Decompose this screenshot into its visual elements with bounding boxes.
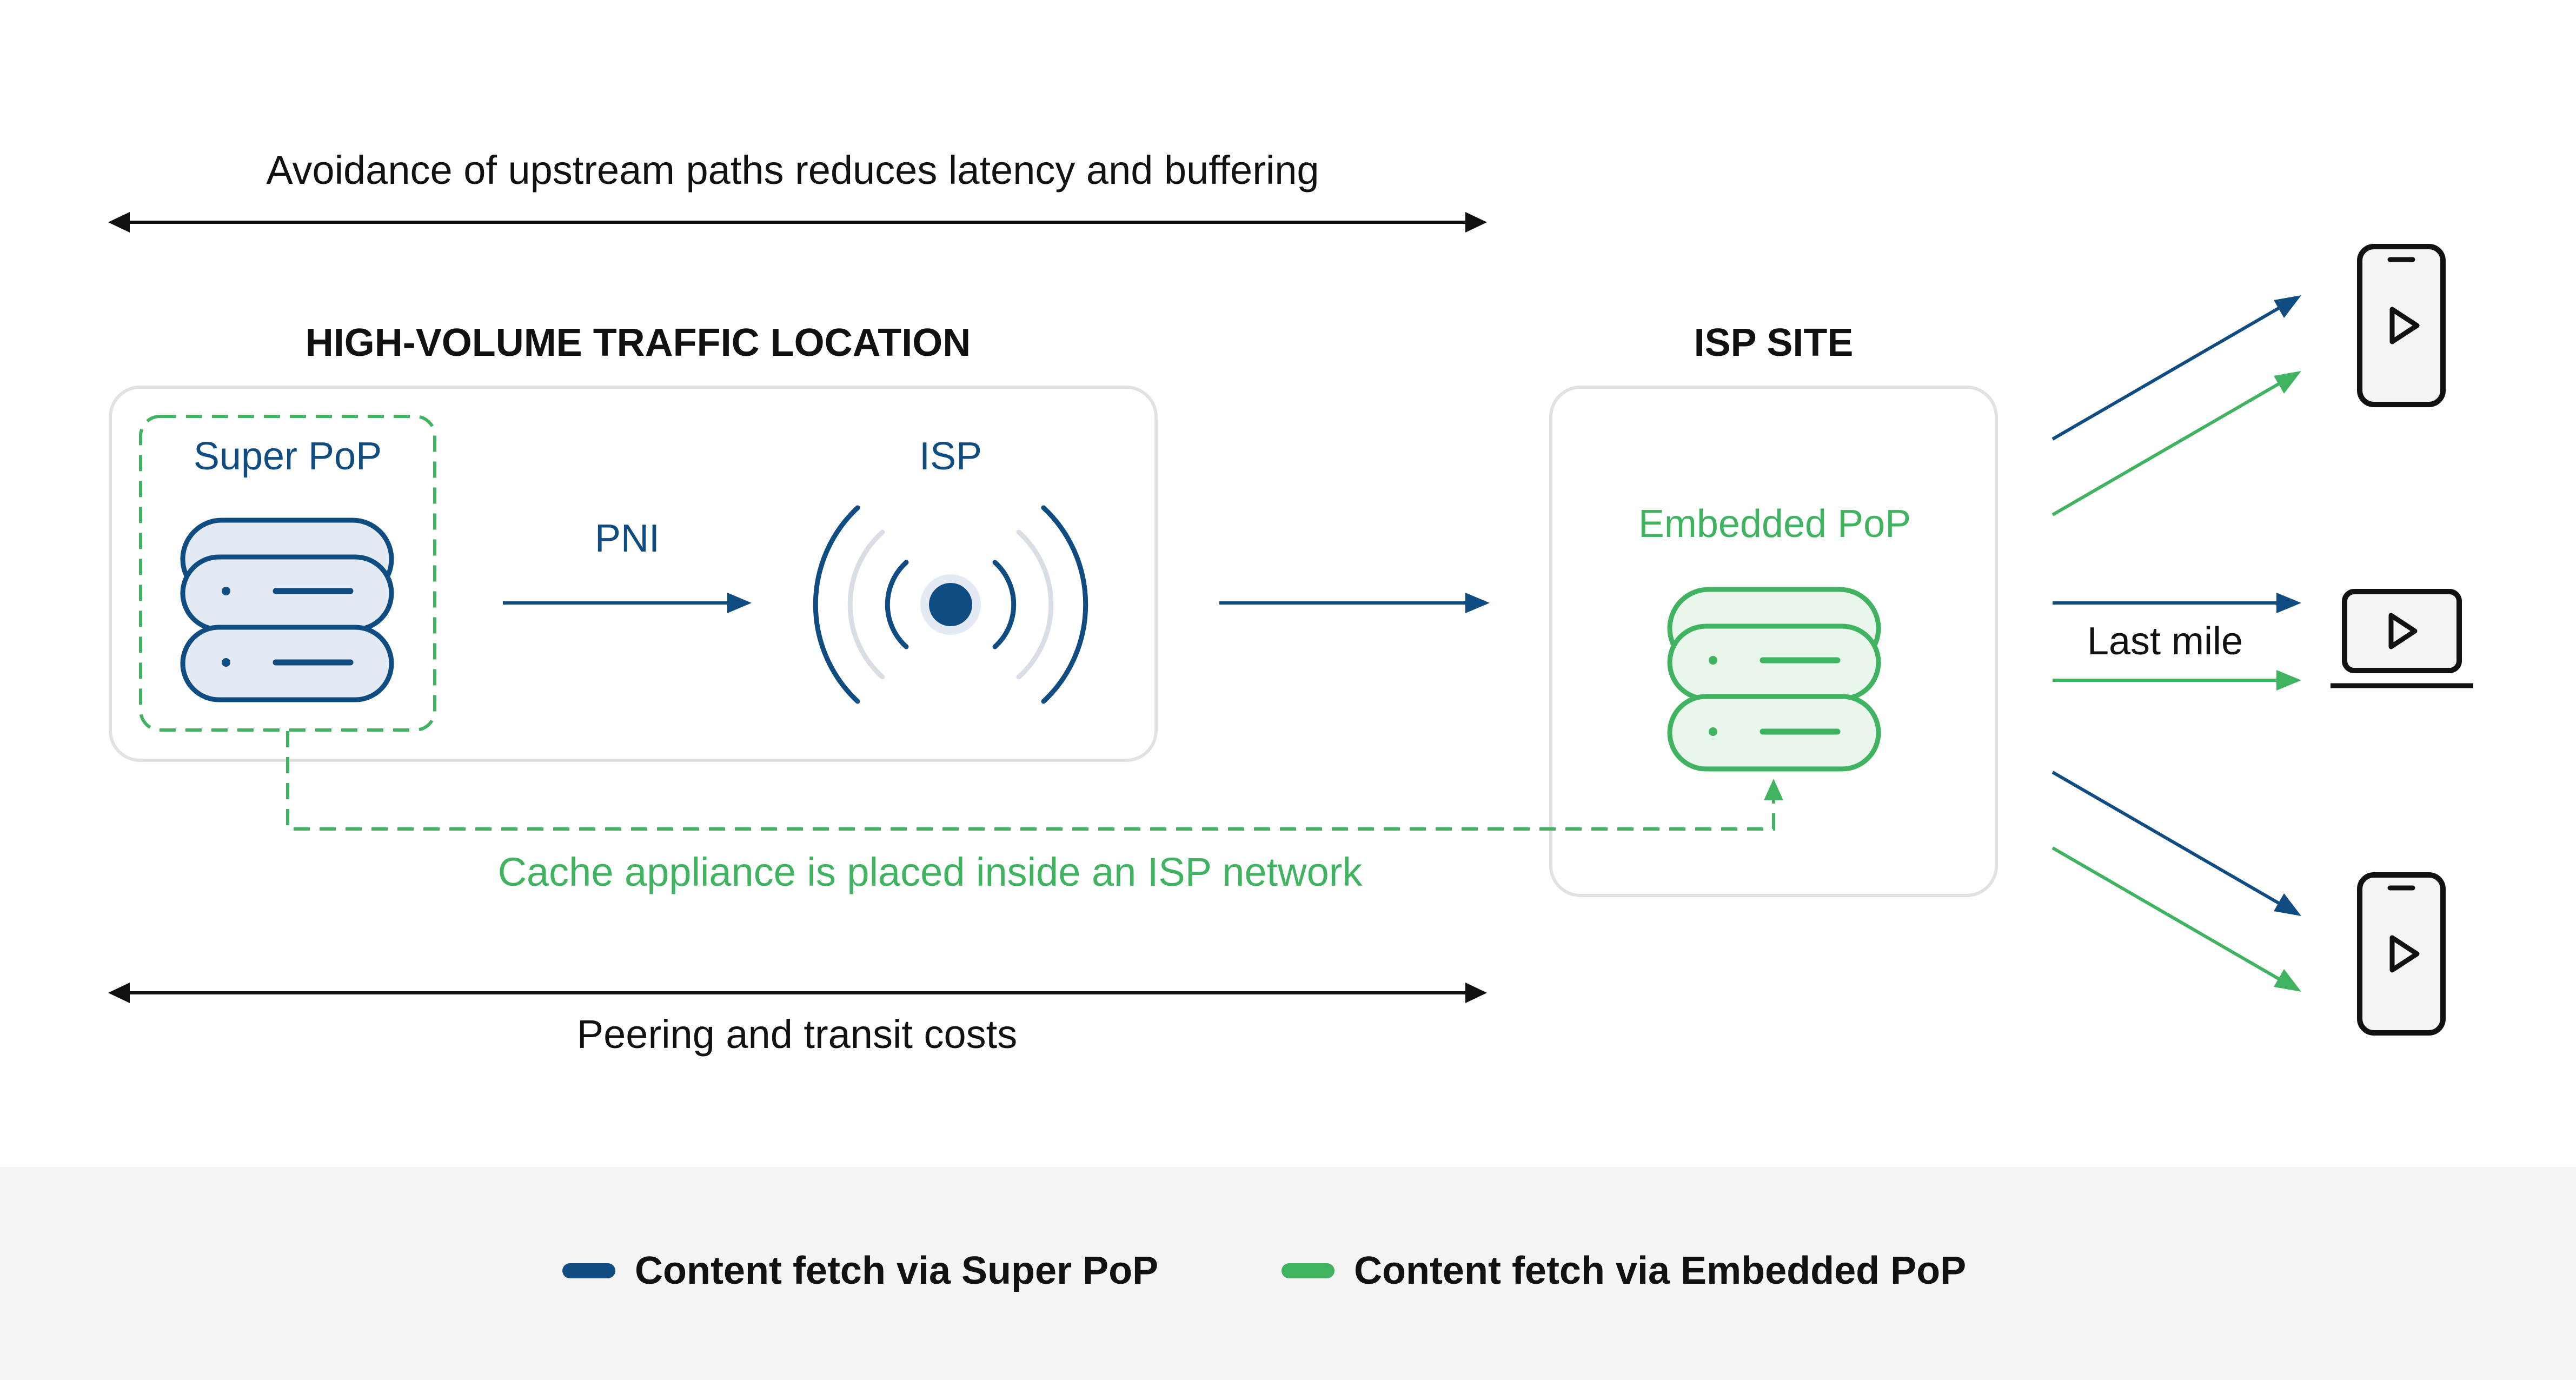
last-mile-arrows xyxy=(2051,295,2301,992)
top-span-arrow xyxy=(108,212,1487,233)
phone-play-icon xyxy=(2357,872,2446,1036)
embedded-pop-server-icon xyxy=(1667,587,1881,772)
phone-play-icon xyxy=(2357,244,2446,407)
isp-label: ISP xyxy=(919,435,982,478)
last-mile-label: Last mile xyxy=(2087,620,2243,663)
top-span-label: Avoidance of upstream paths reduces late… xyxy=(266,148,1319,193)
isp-site-title: ISP SITE xyxy=(1694,321,1854,364)
legend-item-super-pop: Content fetch via Super PoP xyxy=(562,1249,1158,1292)
bottom-span-label: Peering and transit costs xyxy=(577,1012,1017,1057)
legend-label: Content fetch via Super PoP xyxy=(635,1249,1158,1292)
high-volume-location-title: HIGH-VOLUME TRAFFIC LOCATION xyxy=(306,321,971,364)
super-pop-box xyxy=(139,415,436,732)
legend-swatch-green xyxy=(1282,1263,1335,1278)
super-pop-label: Super PoP xyxy=(194,435,382,478)
embedded-pop-label: Embedded PoP xyxy=(1638,502,1911,546)
laptop-play-icon xyxy=(2331,589,2473,688)
legend-label: Content fetch via Embedded PoP xyxy=(1354,1249,1966,1292)
legend-swatch-blue xyxy=(562,1263,615,1278)
pni-arrow xyxy=(503,593,752,613)
cache-note-label: Cache appliance is placed inside an ISP … xyxy=(498,850,1363,894)
super-pop-server-icon xyxy=(180,518,394,702)
pni-label: PNI xyxy=(595,517,660,560)
isp-to-site-arrow xyxy=(1219,593,1490,613)
isp-antenna-icon xyxy=(813,505,1088,704)
cache-placement-path xyxy=(286,731,1783,831)
bottom-span-arrow xyxy=(108,983,1487,1003)
legend-item-embedded-pop: Content fetch via Embedded PoP xyxy=(1282,1249,1966,1292)
